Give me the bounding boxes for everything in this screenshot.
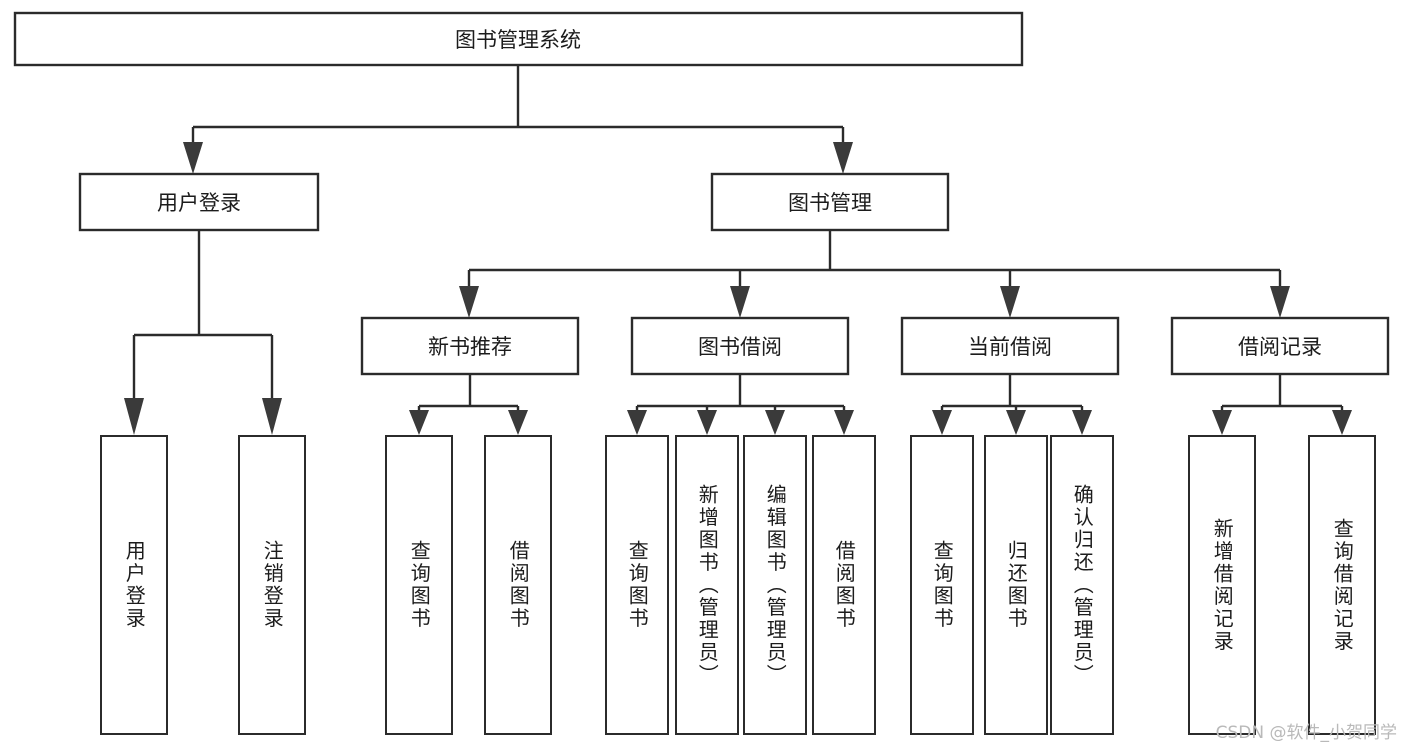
leaf-box-edit-book-admin[interactable]: 编辑图书（管理员） [743, 435, 807, 735]
leaf-label-12: 查询借阅记录 [1330, 517, 1355, 653]
level3-label-3: 借阅记录 [1238, 335, 1322, 359]
edge-newbook-to-leaves [409, 374, 528, 435]
leaf-label-9: 归还图书 [1004, 540, 1029, 630]
edge-borrowrecord-to-leaves [1212, 374, 1352, 435]
leaf-box-borrow-book[interactable]: 借阅图书 [812, 435, 876, 735]
leaf-box-add-borrow-record[interactable]: 新增借阅记录 [1188, 435, 1256, 735]
edge-currentborrow-to-leaves [932, 374, 1092, 435]
leaf-label-7: 借阅图书 [832, 540, 857, 630]
leaf-label-3: 借阅图书 [506, 540, 531, 630]
leaf-label-8: 查询图书 [930, 540, 955, 630]
node-borrow-record[interactable]: 借阅记录 [1170, 316, 1390, 376]
node-user-login[interactable]: 用户登录 [78, 172, 320, 232]
level3-box-1[interactable] [630, 316, 850, 376]
leaf-box-confirm-return-admin[interactable]: 确认归还（管理员） [1050, 435, 1114, 735]
edge-bookborrow-to-leaves [627, 374, 854, 435]
leaf-label-6: 编辑图书（管理员） [763, 483, 788, 687]
leaf-label-11: 新增借阅记录 [1210, 517, 1235, 653]
leaf-box-query-book-borrow[interactable]: 查询图书 [605, 435, 669, 735]
leaf-label-0: 用户登录 [122, 540, 147, 630]
node-root[interactable]: 图书管理系统 [13, 11, 1024, 67]
leaf-box-return-book[interactable]: 归还图书 [984, 435, 1048, 735]
level3-label-1: 图书借阅 [698, 335, 782, 359]
node-current-borrow[interactable]: 当前借阅 [900, 316, 1120, 376]
edge-userlogin-to-leaves [124, 230, 282, 435]
leaf-label-1: 注销登录 [260, 540, 285, 630]
leaf-box-query-book-current[interactable]: 查询图书 [910, 435, 974, 735]
leaf-box-borrow-book-newrec[interactable]: 借阅图书 [484, 435, 552, 735]
edge-root-to-level2 [183, 65, 853, 174]
leaf-box-logout[interactable]: 注销登录 [238, 435, 306, 735]
leaf-label-2: 查询图书 [407, 540, 432, 630]
leaf-label-5: 新增图书（管理员） [695, 483, 720, 687]
leaf-label-4: 查询图书 [625, 540, 650, 630]
level2-label-0: 用户登录 [157, 191, 241, 215]
level3-label-2: 当前借阅 [968, 335, 1052, 359]
leaf-box-user-login[interactable]: 用户登录 [100, 435, 168, 735]
level3-label-0: 新书推荐 [428, 335, 512, 359]
leaf-label-10: 确认归还（管理员） [1070, 483, 1095, 687]
root-label: 图书管理系统 [455, 28, 581, 52]
root-box[interactable] [13, 11, 1024, 67]
leaf-box-add-book-admin[interactable]: 新增图书（管理员） [675, 435, 739, 735]
edge-bookmgmt-to-level3 [459, 230, 1290, 318]
leaf-box-query-borrow-record[interactable]: 查询借阅记录 [1308, 435, 1376, 735]
leaf-box-query-book-newrec[interactable]: 查询图书 [385, 435, 453, 735]
node-book-borrow[interactable]: 图书借阅 [630, 316, 850, 376]
node-new-book-recommend[interactable]: 新书推荐 [360, 316, 580, 376]
level3-box-2[interactable] [900, 316, 1120, 376]
level3-box-0[interactable] [360, 316, 580, 376]
node-book-management[interactable]: 图书管理 [710, 172, 950, 232]
level2-label-1: 图书管理 [788, 191, 872, 215]
